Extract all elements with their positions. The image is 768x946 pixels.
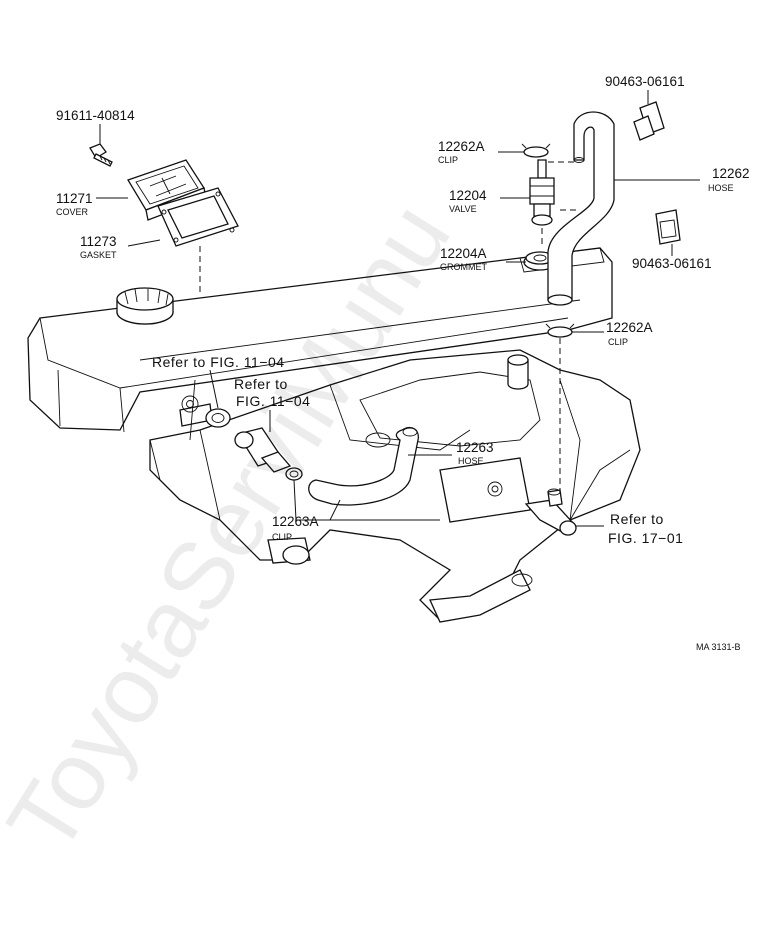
ref-fig-11-04-a: Refer to FIG. 11−04	[152, 354, 285, 370]
label-name-grommet: GROMMET	[440, 262, 487, 272]
label-name-gasket: GASKET	[80, 250, 117, 260]
diagram-code: MA 3131-B	[696, 642, 741, 652]
pcv-port	[507, 354, 529, 390]
hose-12262	[547, 111, 615, 306]
hose-12263	[308, 426, 419, 506]
label-part-12204a: 12204A	[440, 246, 487, 261]
label-part-12263: 12263	[456, 440, 494, 455]
ref-fig-17-01-line2: FIG. 17−01	[608, 530, 683, 546]
ref-fig-11-04-b-line2: FIG. 11−04	[236, 393, 310, 409]
washer-ring	[205, 408, 231, 428]
label-part-90463-06161-bottom: 90463-06161	[632, 256, 712, 271]
label-part-12262a-lower: 12262A	[606, 320, 653, 335]
bolt-91611-40814	[89, 143, 113, 167]
label-name-hose-12262: HOSE	[708, 183, 734, 193]
label-name-hose-12263: HOSE	[458, 456, 484, 466]
label-part-12262a-top: 12262A	[438, 139, 485, 154]
rocker-cover	[27, 247, 613, 433]
label-part-11273: 11273	[80, 234, 117, 249]
oil-filler-cap	[116, 287, 174, 325]
label-name-clip-top: CLIP	[438, 155, 458, 165]
label-part-12263a: 12263A	[272, 514, 319, 529]
clip-90463-06161-bottom	[655, 209, 681, 245]
valve-12204	[529, 159, 555, 226]
label-name-clip-12263a: CLIP	[272, 532, 292, 542]
clip-12262a-top	[521, 143, 551, 158]
ref-fig-11-04-b-line1: Refer to	[234, 376, 288, 392]
clip-90463-06161-top	[633, 101, 665, 141]
elbow-fitting	[524, 488, 577, 536]
gasket-11273	[157, 187, 239, 247]
label-name-cover: COVER	[56, 207, 89, 217]
label-part-90463-06161-top: 90463-06161	[605, 74, 685, 89]
label-part-12204: 12204	[449, 188, 487, 203]
label-part-11271: 11271	[56, 191, 93, 206]
ref-fig-17-01-line1: Refer to	[610, 511, 664, 527]
label-name-clip-lower: CLIP	[608, 337, 628, 347]
union-fitting	[234, 427, 292, 473]
label-name-valve: VALVE	[449, 204, 477, 214]
label-part-12262: 12262	[712, 166, 750, 181]
label-part-91611-40814: 91611-40814	[56, 108, 135, 123]
